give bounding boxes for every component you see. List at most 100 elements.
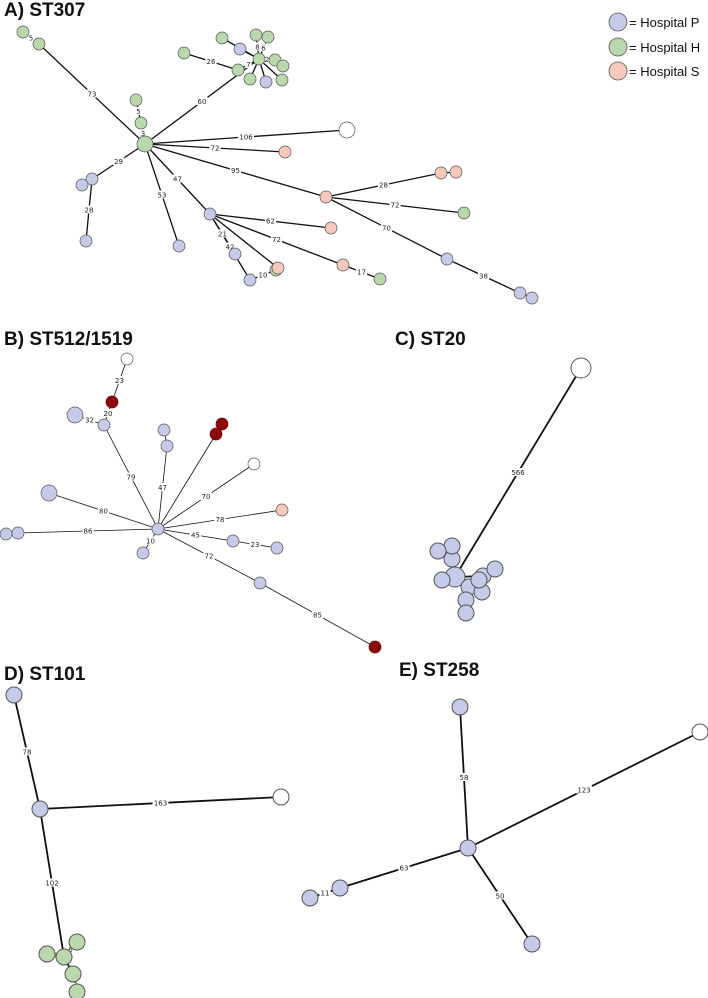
edge-distance-label: 45	[191, 532, 200, 540]
edge-label-bg	[510, 468, 526, 476]
edge-distance-label: 6	[261, 45, 266, 53]
edge-distance-label: 70	[202, 493, 211, 501]
edge-label-bg	[377, 180, 390, 189]
edge-label-bg	[97, 506, 110, 515]
isolate-node-a-sb2	[449, 165, 463, 179]
edge-distance-label: 72	[205, 553, 214, 561]
edge-label-bg	[71, 978, 79, 987]
isolate-node-b-b2	[160, 439, 174, 453]
edge-distance-label: 70	[382, 225, 391, 233]
edge-distance-label: 72	[391, 202, 400, 210]
isolate-node-a-sb	[319, 190, 333, 204]
edge-distance-label: 20	[104, 410, 113, 418]
edge-distance-label: 38	[479, 273, 488, 281]
isolate-node-e-e4	[523, 935, 541, 953]
isolate-node-e-e2	[331, 879, 349, 897]
edge-label-bg	[86, 89, 98, 98]
edge-distance-label: 85	[313, 612, 322, 620]
edge-distance-label: 50	[496, 893, 505, 901]
edge-distance-label: 86	[84, 528, 93, 536]
isolate-node-a-p3a	[228, 247, 242, 261]
isolate-node-b-b6a	[270, 541, 284, 555]
edge-label-bg	[139, 129, 147, 137]
edge-label-bg	[477, 271, 490, 280]
edge-label-bg	[83, 205, 95, 214]
edge-label-bg	[263, 55, 271, 63]
isolate-node-a-sb5	[513, 286, 527, 300]
isolate-node-a-sb3	[457, 206, 471, 220]
isolate-node-a-p1b	[79, 234, 93, 248]
edge-label-bg	[156, 190, 168, 199]
isolate-node-c-c6	[486, 560, 504, 578]
edge-label-bg	[389, 200, 401, 209]
isolate-node-a-p3g	[373, 272, 387, 286]
isolate-node-a-gcp	[259, 75, 273, 89]
edge-label-bg	[576, 785, 592, 794]
isolate-node-a-p3b	[243, 273, 257, 287]
legend-item-hospital-h: = Hospital H	[608, 37, 700, 57]
edge-distance-label: 11	[321, 890, 330, 898]
isolate-node-a-p3	[203, 207, 217, 221]
panel-e-title: E) ST258	[399, 660, 479, 681]
edge-label-bg	[224, 242, 236, 251]
edge-distance-label: 102	[45, 880, 58, 888]
edge-label-bg	[200, 492, 212, 500]
edge-label-bg	[44, 878, 60, 887]
edge-distance-label: 23	[115, 377, 124, 385]
isolate-node-d-g3	[68, 933, 86, 951]
edge-distance-label: 78	[23, 749, 32, 757]
isolate-node-d-g2	[38, 945, 56, 963]
edge-label-bg	[494, 891, 506, 900]
panel-d-title: D) ST101	[4, 664, 86, 685]
edge-label-bg	[203, 551, 215, 560]
isolate-node-a-p1	[85, 172, 99, 186]
edge-distance-label: 7	[246, 61, 250, 69]
isolate-node-d-g4	[64, 965, 82, 983]
edge-label-bg	[398, 863, 410, 872]
isolate-node-a-gc7	[243, 72, 257, 86]
edge-label-bg	[209, 143, 221, 152]
panel-a-title: A) ST307	[4, 0, 85, 21]
edge-label-bg	[380, 223, 393, 232]
edge-label-bg	[229, 166, 242, 174]
isolate-node-e-ref	[691, 723, 708, 741]
edge-distance-label: 79	[127, 474, 136, 482]
legend: = Hospital P = Hospital H = Hospital S	[608, 12, 700, 81]
isolate-node-b-ref2	[247, 457, 261, 471]
isolate-node-d-d1	[5, 686, 23, 704]
isolate-node-a-g3	[129, 93, 143, 107]
edge-distance-label: 72	[272, 236, 281, 244]
legend-swatch-hospital-s	[608, 61, 628, 81]
edge-label-bg	[113, 376, 126, 384]
isolate-node-a-sb1	[434, 166, 448, 180]
isolate-node-a-ref	[338, 121, 356, 139]
edge-label-bg	[311, 610, 324, 619]
edge-distance-label: 28	[379, 182, 388, 190]
edge-label-bg	[245, 60, 252, 68]
isolate-node-a-hub	[136, 135, 154, 153]
isolate-node-a-gc6	[275, 73, 289, 87]
edge-label-bg	[238, 132, 254, 141]
edge-distance-label: 42	[226, 244, 235, 252]
edge-label-bg	[216, 229, 229, 238]
edge-label-bg	[52, 951, 59, 959]
edge-label-bg	[249, 540, 261, 548]
edge-distance-label: 62	[266, 218, 275, 226]
panel-b-title: B) ST512/1519	[4, 329, 133, 350]
edge-distance-label: 78	[216, 516, 225, 524]
isolate-node-b-b5	[136, 546, 150, 560]
edge-label-bg	[260, 43, 267, 52]
isolate-node-d-hub	[31, 800, 49, 818]
isolate-node-b-ref	[120, 352, 134, 366]
isolate-node-b-d3	[209, 427, 223, 441]
edge-distance-label: 21	[218, 231, 227, 239]
isolate-node-a-gcq	[233, 42, 247, 56]
isolate-node-a-p1a	[75, 178, 89, 192]
edge-label-bg	[27, 33, 35, 42]
edge-label-bg	[83, 415, 96, 424]
edge-distance-label: 72	[211, 145, 220, 153]
edge-distance-label: 5	[136, 108, 140, 116]
